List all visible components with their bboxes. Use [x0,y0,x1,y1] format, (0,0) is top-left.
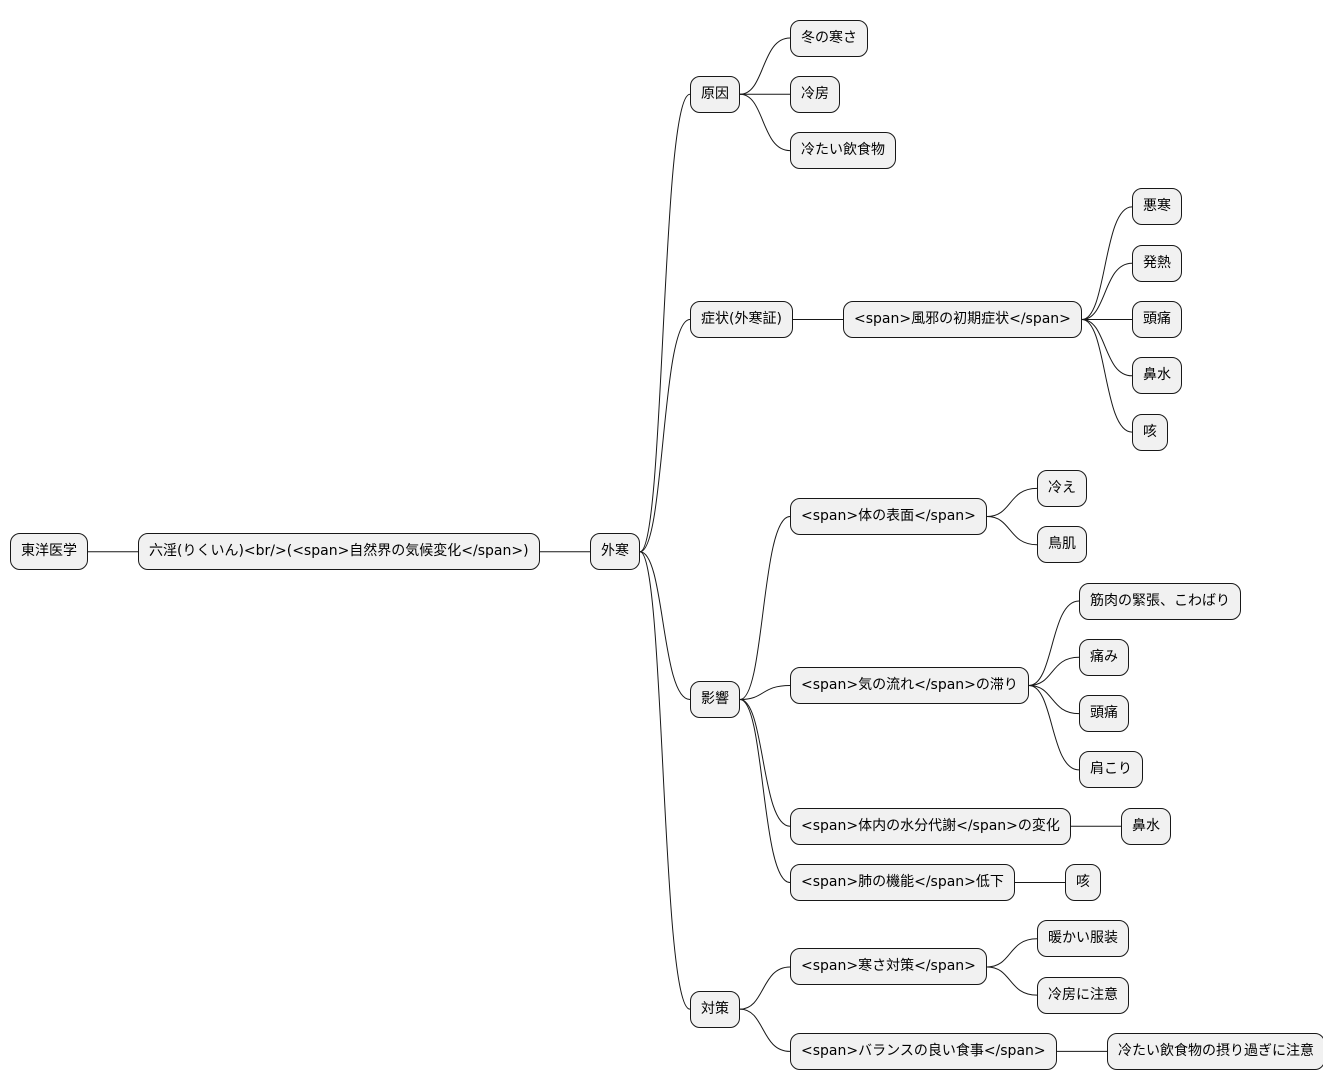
mindmap-node: 鼻水 [1132,357,1182,395]
mindmap-node: 外寒 [590,533,640,571]
mindmap-node: 咳 [1132,413,1168,451]
mindmap-node: <span>体内の水分代謝</span>の変化 [790,807,1071,845]
mindmap-edge [739,699,791,827]
mindmap-edge [739,1008,791,1052]
mindmap-node: <span>肺の機能</span>低下 [790,864,1015,901]
mindmap-node: <span>風邪の初期症状</span> [843,301,1082,338]
mindmap-node: 咳 [1065,864,1101,901]
mindmap-edge [1028,656,1080,686]
mindmap-node: 冬の寒さ [790,19,868,57]
mindmap-node: 冷え [1037,469,1087,507]
mindmap-node: 痛み [1079,638,1129,676]
mindmap-node: 冷房に注意 [1037,976,1129,1014]
mindmap-edge [1028,684,1080,771]
mindmap-node: 影響 [690,681,740,719]
mindmap-node: 発熱 [1132,244,1182,282]
mindmap-node: 鼻水 [1121,807,1171,845]
mindmap-node: 六淫(りくいん)<br/>(<span>自然界の気候変化</span>) [138,533,540,571]
mindmap-node: 症状(外寒証) [690,301,793,338]
mindmap-edge [739,699,791,883]
mindmap-edge [739,516,791,701]
mindmap-node: <span>気の流れ</span>の滞り [790,666,1029,704]
mindmap-node: 頭痛 [1132,301,1182,338]
mindmap-node: 鳥肌 [1037,526,1087,564]
mindmap-node: 冷房 [790,75,840,113]
mindmap-node: <span>バランスの良い食事</span> [790,1032,1057,1070]
mindmap-node: 筋肉の緊張、こわばり [1079,582,1241,620]
mindmap-edge [639,319,691,553]
mindmap-node: 冷たい飲食物 [790,132,896,170]
mindmap-node: <span>体の表面</span> [790,498,987,536]
mindmap-edge [986,938,1038,968]
mindmap-edge [1081,319,1133,377]
mindmap-node: 暖かい服装 [1037,920,1129,958]
mindmap-edge [1081,319,1133,433]
mindmap-node: 対策 [690,990,740,1028]
mindmap-edge [739,93,791,152]
mindmap-edge [1081,262,1133,320]
mindmap-edge [639,551,691,1010]
mindmap-node: 肩こり [1079,751,1143,789]
mindmap-edge [1028,684,1080,715]
mindmap-edge [986,966,1038,996]
mindmap-node: <span>寒さ対策</span> [790,948,987,986]
mindmap-edge [639,551,691,701]
mindmap-edge [739,966,791,1010]
mindmap-node: 冷たい飲食物の摂り過ぎに注意 [1107,1032,1323,1070]
mindmap-edge [1081,206,1133,320]
mindmap-edge [639,93,691,553]
mindmap-root-node: 東洋医学 [10,533,88,571]
mindmap-node: 原因 [690,75,740,113]
mindmap-edge [986,516,1038,546]
mindmap-node: 頭痛 [1079,695,1129,733]
mindmap-edge [739,37,791,95]
mindmap-edge [739,684,791,701]
mindmap-edge [1028,600,1080,686]
mindmap-node: 悪寒 [1132,188,1182,226]
mindmap-edge [986,487,1038,518]
